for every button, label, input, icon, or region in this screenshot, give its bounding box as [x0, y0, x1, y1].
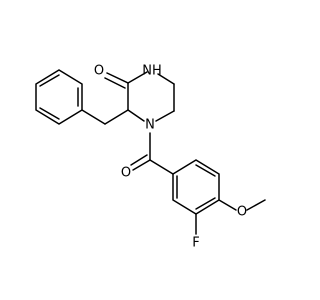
bond-ch2-phenyl: [81, 109, 106, 125]
bond-c6-nh: [157, 73, 175, 85]
phenyl-double-2: [39, 107, 60, 120]
bond-c2-o-double-1: [106, 72, 129, 84]
bond-amide-c-aryl: [149, 159, 174, 175]
bond-c3-ch2: [104, 109, 129, 125]
bond-amide-o-double-1: [132, 159, 151, 171]
atom-fluorine-label: F: [192, 236, 199, 251]
atom-ring-carbonyl-o-label: O: [94, 64, 104, 79]
bond-n4-c5: [155, 110, 175, 122]
atom-nh-label: NH: [142, 64, 162, 79]
bond-aryl-methoxy-o: [218, 199, 237, 211]
atom-amide-o-label: O: [121, 166, 131, 181]
bond-amide-o-double-2: [130, 154, 148, 166]
atom-ring-n-label: N: [145, 118, 155, 133]
atom-methoxy-o-label: O: [237, 205, 247, 220]
phenyl-double-3: [39, 74, 60, 87]
bond-c3-n4: [127, 109, 145, 122]
bond-methoxy-o-ch3: [246, 199, 266, 211]
bond-nh-c2: [127, 71, 148, 84]
molecule-diagram: NH O N O F O: [35, 64, 266, 251]
molecule-structure: NH O N O F O: [35, 64, 266, 251]
bond-c2-o-double-2: [104, 77, 126, 89]
aryl-double-1: [195, 164, 216, 177]
aryl-ring: [172, 159, 220, 215]
phenyl-ring: [35, 69, 83, 125]
aryl-double-2: [195, 197, 216, 210]
